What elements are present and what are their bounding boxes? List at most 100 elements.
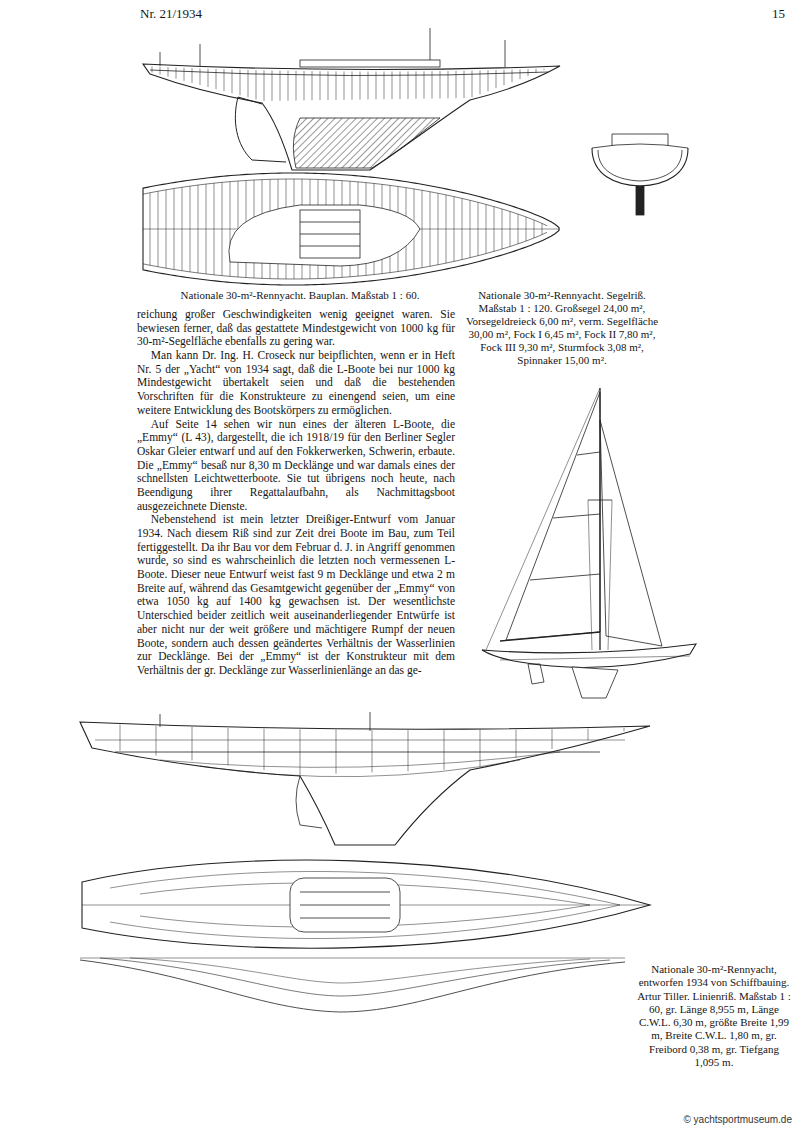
figure-caption: Nationale 30-m²-Rennyacht. Bauplan. Maßs… xyxy=(140,289,460,302)
watermark: © yachtsportmuseum.de xyxy=(596,1114,792,1126)
lines-profile xyxy=(120,725,624,775)
construction-profile xyxy=(505,40,506,67)
construction-profile xyxy=(328,71,329,100)
sail-plan xyxy=(572,667,618,698)
sail-plan xyxy=(588,500,612,501)
construction-profile xyxy=(248,70,249,97)
construction-profile xyxy=(448,71,449,98)
body-paragraph: Man kann Dr. Ing. H. Croseck nur beipfli… xyxy=(137,349,455,417)
construction-profile xyxy=(320,71,321,100)
lines-profile xyxy=(552,729,553,749)
midship-section xyxy=(636,186,644,215)
construction-profile xyxy=(240,70,241,96)
lines-profile xyxy=(408,730,409,771)
sail-plan xyxy=(500,656,690,660)
sail-plan xyxy=(577,452,600,455)
construction-profile xyxy=(480,70,481,94)
construction-profile xyxy=(456,71,457,98)
construction-profile xyxy=(496,70,497,88)
diagonal-lines xyxy=(100,958,610,996)
half-breadth-plan xyxy=(300,892,390,893)
construction-profile xyxy=(168,67,169,77)
diagonal-lines xyxy=(80,960,625,1012)
sail-plan xyxy=(553,514,600,518)
half-breadth-plan xyxy=(82,905,650,906)
construction-profile xyxy=(200,68,201,85)
construction-profile xyxy=(512,70,513,83)
construction-profile xyxy=(208,69,209,87)
half-breadth-plan xyxy=(300,905,390,906)
lines-profile xyxy=(624,728,625,732)
lines-profile xyxy=(156,726,157,756)
construction-profile xyxy=(488,70,489,91)
construction-profile xyxy=(424,71,425,98)
yacht-drawings xyxy=(80,28,696,1012)
deck-plan xyxy=(143,173,559,285)
midship-section xyxy=(612,134,613,146)
half-breadth-plan xyxy=(290,878,400,932)
sail-plan xyxy=(528,664,544,684)
lines-profile xyxy=(120,725,121,751)
figure-caption: Nationale 30-m²-Rennyacht. Segelriß. Maß… xyxy=(462,289,662,367)
lines-profile xyxy=(480,730,481,767)
construction-profile xyxy=(216,69,217,89)
lines-profile xyxy=(264,729,265,770)
construction-profile xyxy=(150,70,548,76)
deck-plan xyxy=(300,246,360,247)
construction-profile xyxy=(224,69,225,91)
construction-profile xyxy=(288,71,289,101)
construction-profile xyxy=(235,97,286,162)
construction-profile xyxy=(430,28,431,60)
midship-section xyxy=(612,134,668,135)
midship-section xyxy=(592,144,688,148)
construction-profile xyxy=(256,70,257,99)
sail-plan xyxy=(482,644,696,667)
midship-section xyxy=(598,150,682,181)
construction-profile xyxy=(432,71,433,98)
deck-plan xyxy=(143,173,560,285)
sail-plan xyxy=(588,500,592,650)
construction-profile xyxy=(368,72,369,100)
midship-section xyxy=(668,134,669,146)
construction-profile xyxy=(272,70,273,100)
sail-plan xyxy=(482,388,696,698)
construction-profile xyxy=(152,66,544,101)
construction-profile xyxy=(160,67,161,75)
deck-plan xyxy=(143,173,559,285)
construction-profile xyxy=(232,69,233,93)
construction-profile xyxy=(184,68,185,81)
construction-profile xyxy=(416,71,417,98)
diagonal-lines xyxy=(80,958,625,959)
construction-profile xyxy=(408,71,409,98)
lines-profile xyxy=(372,730,373,772)
construction-profile xyxy=(352,72,353,100)
construction-profile xyxy=(400,71,401,99)
figure-caption: Nationale 30-m²-Rennyacht, entworfen 193… xyxy=(636,963,792,1069)
half-breadth-plan xyxy=(300,918,390,919)
sail-plan xyxy=(530,574,600,580)
construction-profile xyxy=(152,66,153,72)
sail-plan xyxy=(500,632,600,641)
construction-profile xyxy=(504,70,505,85)
construction-profile xyxy=(344,71,345,99)
lines-profile xyxy=(95,740,625,741)
lines-profile xyxy=(370,712,371,731)
body-paragraph: Auf Seite 14 sehen wir nun eines der ält… xyxy=(137,418,455,514)
construction-profile xyxy=(384,72,385,100)
construction-profile xyxy=(143,28,560,170)
construction-profile xyxy=(472,71,473,98)
construction-profile xyxy=(200,44,201,66)
construction-profile xyxy=(528,69,529,76)
lines-profile xyxy=(228,728,229,765)
lines-profile xyxy=(300,729,301,775)
midship-section xyxy=(592,148,688,186)
construction-profile xyxy=(360,72,361,100)
construction-profile xyxy=(296,71,297,101)
construction-profile xyxy=(544,69,545,70)
construction-profile xyxy=(440,71,441,98)
construction-profile xyxy=(520,69,521,79)
construction-profile xyxy=(312,71,313,100)
text-column: reichung großer Geschwindigkeiten wenig … xyxy=(137,308,455,678)
construction-profile xyxy=(464,71,465,98)
